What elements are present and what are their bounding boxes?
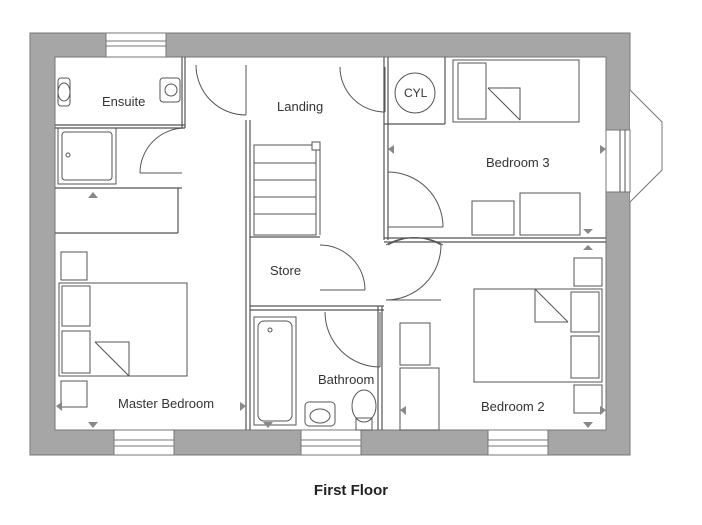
ensuite-fixtures	[57, 77, 181, 185]
room-label-bedroom-2: Bedroom 2	[481, 399, 545, 414]
doors	[139, 64, 444, 368]
bedroom2-furniture	[399, 257, 603, 431]
room-label-bathroom: Bathroom	[318, 372, 374, 387]
room-label-store: Store	[270, 263, 301, 278]
room-label-landing: Landing	[277, 99, 323, 114]
room-label-master-bedroom: Master Bedroom	[118, 396, 214, 411]
radiator-markers	[56, 145, 606, 428]
room-label-ensuite: Ensuite	[102, 94, 145, 109]
staircase	[253, 141, 321, 236]
floor-caption: First Floor	[313, 482, 389, 499]
bedroom3-furniture	[452, 59, 581, 236]
windows	[105, 32, 549, 456]
room-label-bedroom-3: Bedroom 3	[486, 155, 550, 170]
bay-window	[605, 89, 663, 203]
bathroom-fixtures	[253, 316, 377, 431]
label-cylinder: CYL	[404, 86, 428, 100]
master-furniture	[58, 251, 188, 408]
cylinder-tank	[394, 72, 436, 114]
outer-walls	[29, 32, 631, 456]
